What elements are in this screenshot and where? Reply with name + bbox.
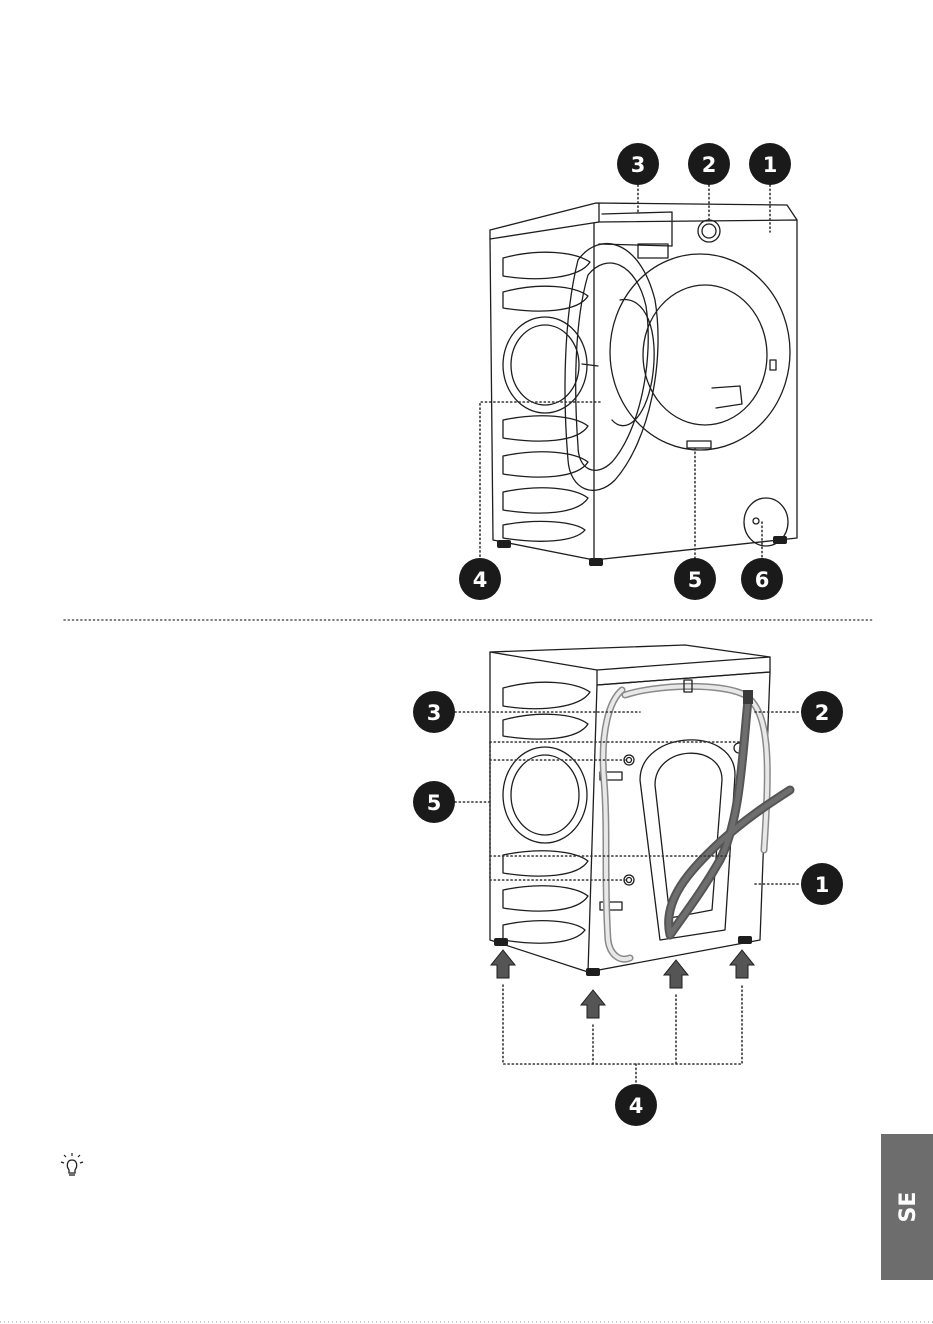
rear-callout-3: 3 (413, 691, 455, 733)
washing-machine-front-illustration (490, 203, 797, 566)
svg-text:5: 5 (688, 568, 703, 592)
front-callout-6: 6 (741, 558, 783, 600)
svg-text:2: 2 (702, 153, 717, 177)
front-callout-4: 4 (459, 558, 501, 600)
svg-text:6: 6 (755, 568, 770, 592)
front-callout-5: 5 (674, 558, 716, 600)
rear-callout-4: 4 (615, 1084, 657, 1126)
rear-callout-1: 1 (801, 863, 843, 905)
front-callout-3: 3 (617, 143, 659, 185)
svg-text:5: 5 (427, 791, 442, 815)
foot-arrow (730, 950, 754, 978)
front-callout-1: 1 (749, 143, 791, 185)
language-tab: SE (881, 1134, 933, 1280)
rear-callout-5: 5 (413, 781, 455, 823)
front-view-diagram: 3 2 1 4 5 6 (459, 143, 797, 600)
rear-view-diagram: 3 2 5 1 4 (413, 645, 843, 1126)
rear-callout-2: 2 (801, 691, 843, 733)
foot-arrow (581, 990, 605, 1018)
front-callout-2: 2 (688, 143, 730, 185)
svg-text:4: 4 (629, 1094, 644, 1118)
svg-text:2: 2 (815, 701, 830, 725)
language-tab-label: SE (896, 1192, 921, 1223)
foot-arrow (491, 950, 515, 978)
lightbulb-icon (61, 1153, 83, 1175)
svg-text:1: 1 (763, 153, 778, 177)
svg-text:3: 3 (427, 701, 442, 725)
foot-arrow (664, 960, 688, 988)
svg-text:1: 1 (815, 873, 830, 897)
svg-text:3: 3 (631, 153, 646, 177)
svg-text:4: 4 (473, 568, 488, 592)
washing-machine-rear-illustration (490, 645, 790, 976)
